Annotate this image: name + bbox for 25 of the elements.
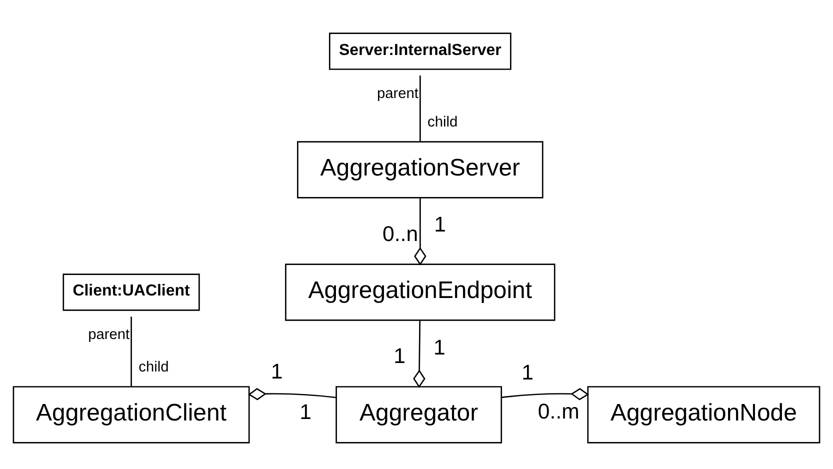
label: 1 — [270, 359, 283, 384]
node-box: Client:UAClient — [62, 273, 200, 310]
node-box: Aggregator — [336, 386, 502, 443]
node-box: Server:InternalServer — [328, 32, 512, 70]
label: 0..m — [538, 398, 580, 423]
connector — [420, 75, 421, 142]
label: 1 — [300, 400, 312, 424]
node-box: AggregationClient — [12, 386, 250, 443]
connector — [130, 316, 132, 386]
node-box: AggregationNode — [587, 386, 820, 443]
node-box: AggregationServer — [297, 140, 544, 198]
label: 0..n — [382, 221, 418, 246]
connector — [502, 388, 589, 400]
label: 1 — [394, 344, 406, 368]
node-box: AggregationEndpoint — [285, 263, 556, 320]
label: 1 — [434, 212, 446, 236]
label: child — [138, 358, 169, 375]
label: 1 — [522, 360, 534, 384]
label: 1 — [433, 334, 446, 359]
connector — [248, 388, 336, 400]
label: parent — [376, 86, 418, 102]
label: child — [428, 114, 458, 130]
connector — [414, 198, 426, 265]
connector — [413, 320, 426, 388]
label: parent — [88, 326, 130, 343]
